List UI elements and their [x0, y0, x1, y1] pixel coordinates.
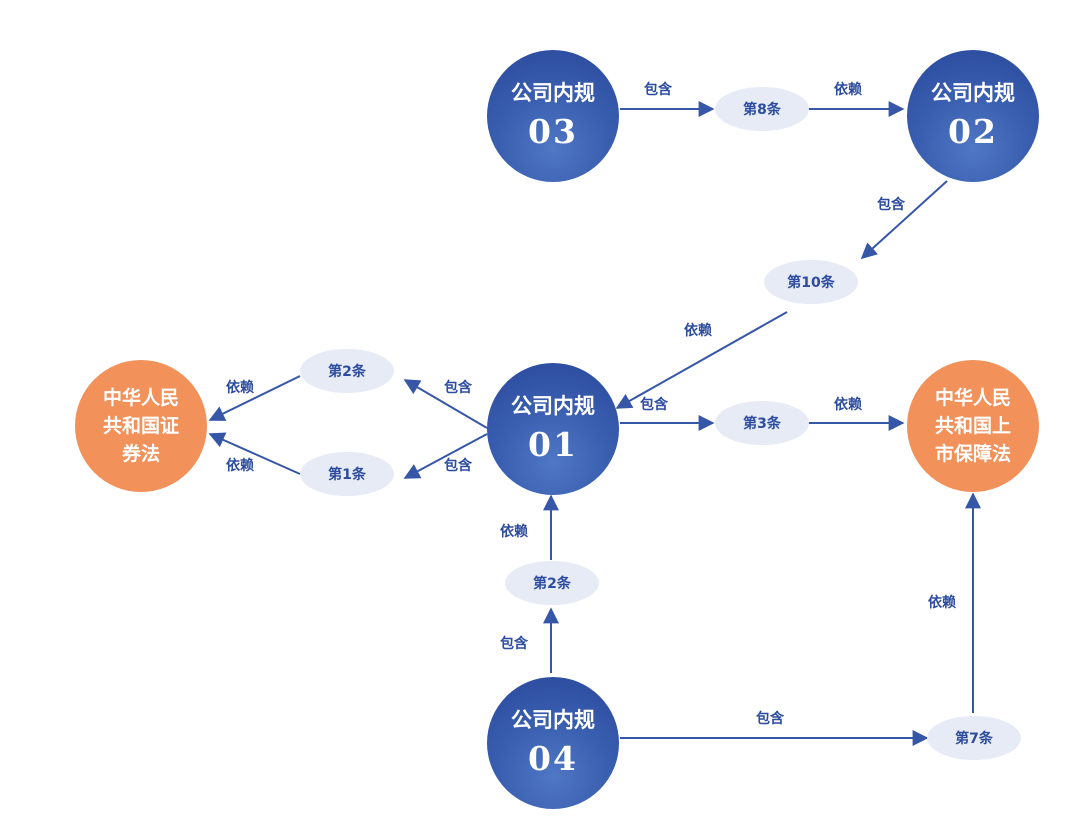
article-10-pill[interactable]: 第10条 [764, 260, 858, 304]
edge-02-to-article10 [860, 180, 948, 260]
node-title: 公司内规 [511, 81, 595, 105]
node-internal-rule-04[interactable]: 公司内规 04 [487, 677, 619, 809]
node-number: 04 [528, 739, 578, 778]
edge-label-contains: 包含 [500, 636, 528, 652]
node-title: 公司内规 [931, 81, 1015, 105]
edge-article1-to-securities-law [208, 432, 301, 475]
edge-label-contains: 包含 [756, 711, 784, 727]
edge-label-contains: 包含 [444, 458, 472, 474]
node-insurance-law[interactable]: 中华人民共和国上市保障法 [907, 360, 1039, 492]
node-number: 02 [948, 112, 998, 151]
node-internal-rule-03[interactable]: 公司内规 03 [487, 50, 619, 182]
edge-article2-top-to-securities-law [208, 375, 301, 421]
law-name: 中华人民共和国上市保障法 [934, 387, 1011, 465]
article-3-pill[interactable]: 第3条 [715, 401, 809, 445]
article-2-top-pill[interactable]: 第2条 [300, 349, 394, 393]
article-1-pill[interactable]: 第1条 [300, 452, 394, 496]
node-number: 01 [528, 425, 578, 464]
edge-label-depends: 依赖 [928, 595, 956, 611]
edge-label-depends: 依赖 [834, 82, 862, 98]
edge-01-to-article1 [403, 433, 488, 479]
edge-label-depends: 依赖 [226, 458, 254, 474]
article-7-pill[interactable]: 第7条 [927, 716, 1021, 760]
edge-label-contains: 包含 [644, 82, 672, 98]
edge-label-depends: 依赖 [226, 380, 254, 396]
edge-article10-to-01 [615, 311, 788, 409]
node-title: 公司内规 [511, 394, 595, 418]
node-number: 03 [528, 112, 578, 151]
node-securities-law[interactable]: 中华人民共和国证券法 [75, 360, 207, 492]
article-8-pill[interactable]: 第8条 [715, 87, 809, 131]
edge-label-contains: 包含 [444, 380, 472, 396]
node-internal-rule-02[interactable]: 公司内规 02 [907, 50, 1039, 182]
node-title: 公司内规 [511, 708, 595, 732]
edge-label-depends: 依赖 [500, 524, 528, 540]
edge-label-depends: 依赖 [684, 323, 712, 339]
edge-label-contains: 包含 [640, 397, 668, 413]
edge-label-contains: 包含 [877, 197, 905, 213]
article-2-bottom-pill[interactable]: 第2条 [505, 561, 599, 605]
node-internal-rule-01[interactable]: 公司内规 01 [487, 363, 619, 495]
edge-01-to-article2-top [403, 379, 488, 429]
law-name: 中华人民共和国证券法 [102, 387, 179, 465]
edge-label-depends: 依赖 [834, 397, 862, 413]
